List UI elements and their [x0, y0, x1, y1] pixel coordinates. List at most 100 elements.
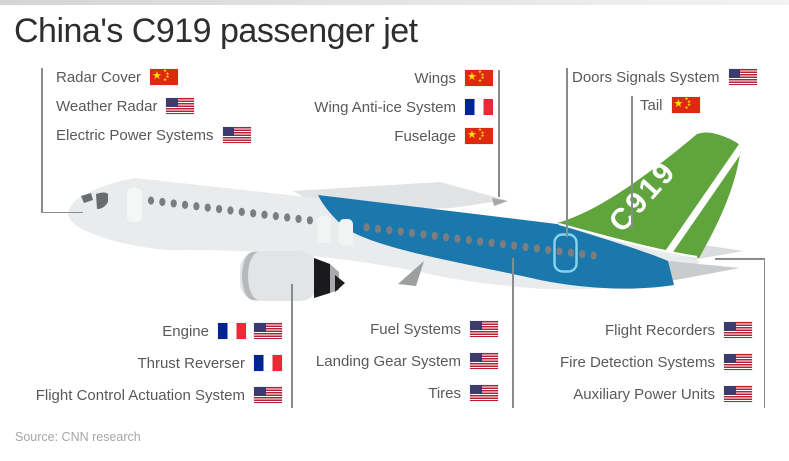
usa-flag-icon — [724, 385, 752, 403]
supplier-flags — [222, 126, 251, 144]
component-row: Doors Signals System — [572, 67, 757, 87]
component-label: Fuel Systems — [370, 320, 461, 338]
usa-flag-icon — [166, 97, 195, 115]
supplier-flags: ★★★★★ — [465, 69, 493, 87]
china-flag-icon: ★★★★★ — [465, 127, 493, 145]
leader-line-engine-group — [291, 284, 293, 408]
leader-line-radar-group-h — [41, 211, 83, 214]
label-group-top-left: Radar Cover ★★★★★ Weather Radar Electric… — [56, 67, 251, 145]
usa-flag-icon — [470, 384, 498, 402]
china-flag-icon: ★★★★★ — [671, 96, 700, 114]
engine-exhaust — [314, 258, 330, 298]
component-label: Fire Detection Systems — [559, 353, 715, 371]
cockpit-window-icon — [96, 192, 108, 209]
supplier-flags — [166, 97, 195, 115]
door — [317, 216, 331, 243]
component-row: Wings ★★★★★ — [414, 68, 493, 88]
leader-line-fuel-group — [512, 258, 514, 408]
component-row: Thrust Reverser — [137, 353, 282, 373]
component-row: Tail ★★★★★ — [640, 95, 700, 115]
engine-intake-lip — [242, 252, 259, 300]
tail-fin — [557, 132, 741, 258]
component-row: Wing Anti-ice System — [314, 97, 493, 117]
supplier-flags — [470, 320, 498, 338]
label-group-bottom-center: Fuel Systems Landing Gear System Tires — [316, 319, 498, 403]
supplier-flags: ★★★★★ — [150, 68, 179, 86]
usa-flag-icon — [254, 322, 282, 340]
component-row: Engine — [162, 321, 282, 341]
supplier-flags — [218, 322, 282, 340]
door — [339, 219, 353, 246]
usa-flag-icon — [254, 386, 282, 404]
supplier-flags — [728, 68, 757, 86]
supplier-flags — [254, 354, 282, 372]
flap-fairing — [398, 261, 424, 286]
supplier-flags: ★★★★★ — [465, 127, 493, 145]
label-group-bottom-right: Flight Recorders Fire Detection Systems … — [560, 320, 752, 404]
usa-flag-icon — [470, 320, 498, 338]
leader-line-wings-group — [498, 70, 500, 197]
component-row: Radar Cover ★★★★★ — [56, 67, 179, 87]
leader-line-recorders-v — [763, 258, 766, 408]
component-row: Electric Power Systems — [56, 125, 251, 145]
component-label: Flight Recorders — [604, 321, 715, 339]
engine-nacelle — [240, 251, 318, 301]
component-label: Flight Control Actuation System — [35, 386, 245, 404]
supplier-flags — [254, 386, 282, 404]
component-row: Flight Control Actuation System — [36, 385, 282, 405]
near-wing-blue — [318, 195, 674, 289]
component-label: Wing Anti-ice System — [314, 98, 456, 116]
component-label: Wings — [414, 69, 456, 87]
component-row: Flight Recorders — [605, 320, 752, 340]
supplier-flags — [724, 321, 752, 339]
component-row: Tires — [428, 383, 498, 403]
leader-line-radar-group-v — [41, 68, 43, 213]
door — [127, 188, 142, 222]
china-flag-icon: ★★★★★ — [150, 68, 179, 86]
france-flag-icon — [465, 98, 493, 116]
passenger-windows — [147, 196, 597, 260]
supplier-flags — [724, 385, 752, 403]
component-label: Tail — [640, 96, 663, 114]
component-label: Tires — [428, 384, 461, 402]
component-row: Weather Radar — [56, 96, 195, 116]
usa-flag-icon — [222, 126, 251, 144]
tail-stripe — [663, 144, 741, 258]
source-attribution: Source: CNN research — [15, 430, 141, 444]
component-row: Auxiliary Power Units — [573, 384, 752, 404]
tail-fin-base-outline — [558, 222, 698, 259]
usa-flag-icon — [470, 352, 498, 370]
component-row: Fuel Systems — [370, 319, 498, 339]
door-highlight-outline — [553, 233, 578, 273]
supplier-flags — [724, 353, 752, 371]
component-row: Fire Detection Systems — [560, 352, 752, 372]
label-group-bottom-left: Engine Thrust Reverser Flight Control Ac… — [36, 321, 282, 405]
component-label: Thrust Reverser — [137, 354, 245, 372]
supplier-flags — [470, 384, 498, 402]
top-edge-strip — [0, 0, 789, 5]
engine-tail-cone — [335, 275, 345, 292]
label-group-top-center: Wings ★★★★★ Wing Anti-ice System Fuselag… — [314, 68, 493, 146]
supplier-flags: ★★★★★ — [671, 96, 700, 114]
china-flag-icon: ★★★★★ — [465, 69, 493, 87]
page-title: China's C919 passenger jet — [14, 12, 418, 50]
usa-flag-icon — [724, 321, 752, 339]
label-group-doors: Doors Signals System — [572, 67, 757, 87]
leader-line-doors — [566, 68, 568, 237]
france-flag-icon — [218, 322, 246, 340]
usa-flag-icon — [724, 353, 752, 371]
label-group-tail: Tail ★★★★★ — [640, 95, 700, 115]
far-wing-tip — [492, 198, 508, 206]
supplier-flags — [465, 98, 493, 116]
component-label: Auxiliary Power Units — [573, 385, 715, 403]
france-flag-icon — [254, 354, 282, 372]
cockpit-window-icon — [81, 193, 93, 203]
component-label: Engine — [162, 322, 209, 340]
leader-line-recorders-h — [715, 258, 765, 260]
component-label: Radar Cover — [56, 68, 142, 86]
component-label: Fuselage — [394, 127, 456, 145]
supplier-flags — [470, 352, 498, 370]
component-label: Weather Radar — [56, 97, 158, 115]
